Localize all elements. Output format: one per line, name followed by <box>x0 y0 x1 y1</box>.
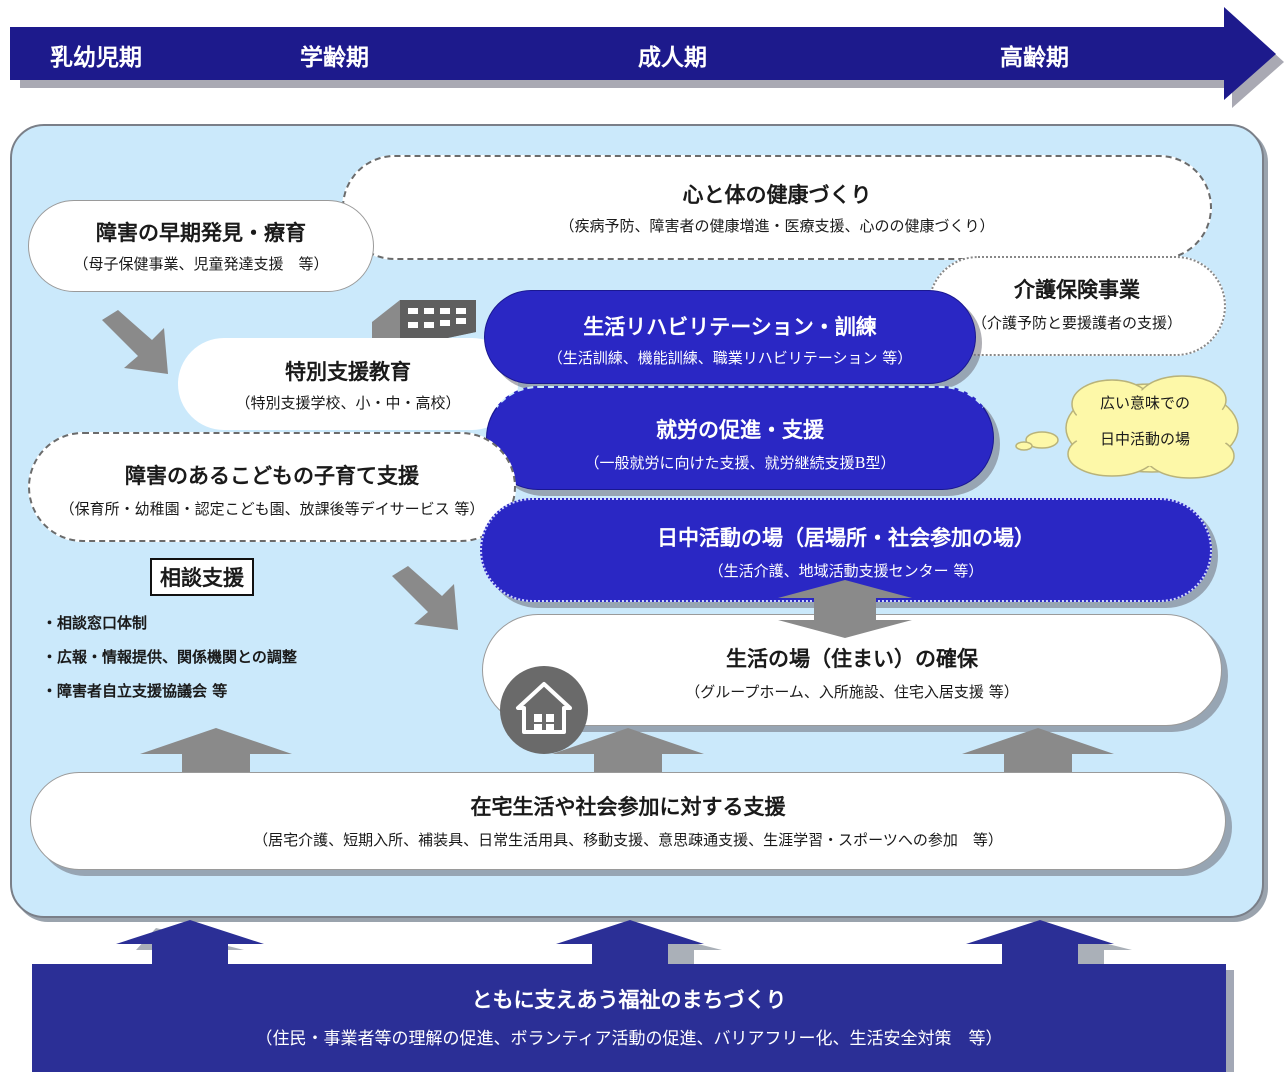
up-arrow-center-head <box>552 728 704 754</box>
stage-school-age: 学齢期 <box>300 45 369 71</box>
early-detection-subtitle: （母子保健事業、児童発達支援 等） <box>73 255 329 273</box>
childcare-support-box: 障害のあるこどもの子育て支援 （保育所・幼稚園・認定こども園、放課後等デイサービ… <box>28 432 516 542</box>
childcare-support-subtitle: （保育所・幼稚園・認定こども園、放課後等デイサービス 等） <box>59 500 485 518</box>
special-education-title: 特別支援教育 <box>285 360 411 384</box>
daytime-activity-subtitle: （生活介護、地域活動支援センター 等） <box>708 562 984 580</box>
living-place-title: 生活の場（住まい）の確保 <box>726 647 978 671</box>
stage-elderly: 高齢期 <box>1000 45 1069 71</box>
early-detection-box: 障害の早期発見・療育 （母子保健事業、児童発達支援 等） <box>28 200 374 292</box>
cloud-callout-icon <box>1015 375 1239 479</box>
health-title: 心と体の健康づくり <box>682 183 872 207</box>
stage-infant: 乳幼児期 <box>50 45 142 71</box>
community-subtitle: （住民・事業者等の理解の促進、ボランティア活動の促進、バリアフリー化、生活安全対… <box>255 1029 1003 1049</box>
rehabilitation-title: 生活リハビリテーション・訓練 <box>583 315 877 339</box>
timeline-arrow-shape <box>10 7 1284 108</box>
employment-subtitle: （一般就労に向けた支援、就労継続支援B型） <box>584 454 896 472</box>
care-insurance-box: 介護保険事業 （介護予防と要援護者の支援） <box>928 256 1226 356</box>
special-education-subtitle: （特別支援学校、小・中・高校） <box>235 394 461 412</box>
footer-up-arrows <box>116 920 1132 972</box>
consultation-item-council: ・障害者自立支援協議会 等 <box>42 682 228 700</box>
up-arrow-right-shaft <box>1004 754 1072 776</box>
care-insurance-subtitle: （介護予防と要援護者の支援） <box>971 314 1182 332</box>
early-detection-title: 障害の早期発見・療育 <box>96 221 306 245</box>
rehabilitation-subtitle: （生活訓練、機能訓練、職業リハビリテーション 等） <box>547 349 913 367</box>
daytime-activity-title: 日中活動の場（居場所・社会参加の場） <box>657 526 1035 550</box>
employment-title: 就労の促進・支援 <box>656 418 824 442</box>
special-education-box: 特別支援教育 （特別支援学校、小・中・高校） <box>178 338 518 430</box>
living-place-subtitle: （グループホーム、入所施設、住宅入居支援 等） <box>685 683 1019 701</box>
up-arrow-right-head <box>962 728 1114 754</box>
consultation-item-window: ・相談窓口体制 <box>42 614 148 632</box>
cloud-line-2: 日中活動の場 <box>1099 430 1190 448</box>
flow-arrow-early-to-school <box>102 310 168 374</box>
care-insurance-title: 介護保険事業 <box>1014 278 1140 302</box>
childcare-support-title: 障害のあるこどもの子育て支援 <box>125 464 419 488</box>
rehabilitation-box: 生活リハビリテーション・訓練 （生活訓練、機能訓練、職業リハビリテーション 等） <box>484 290 976 384</box>
cloud-line-1: 広い意味での <box>1099 394 1190 412</box>
up-arrow-left-shaft <box>182 754 250 776</box>
flow-arrow-childcare-to-living <box>392 566 458 630</box>
consultation-item-info: ・広報・情報提供、関係機関との調整 <box>42 648 297 666</box>
home-support-box: 在宅生活や社会参加に対する支援 （居宅介護、短期入所、補装具、日常生活用具、移動… <box>30 772 1226 870</box>
up-arrow-left-head <box>140 728 292 754</box>
stage-adult: 成人期 <box>638 45 707 71</box>
home-support-subtitle: （居宅介護、短期入所、補装具、日常生活用具、移動支援、意思疎通支援、生涯学習・ス… <box>253 831 1003 849</box>
consultation-title: 相談支援 <box>150 558 254 596</box>
up-arrow-center-shaft <box>594 754 662 776</box>
community-title: ともに支えあう福祉のまちづくり <box>471 988 787 1012</box>
employment-box: 就労の促進・支援 （一般就労に向けた支援、就労継続支援B型） <box>486 386 994 490</box>
health-box: 心と体の健康づくり （疾病予防、障害者の健康増進・医療支援、心のの健康づくり） <box>342 155 1212 260</box>
community-box: ともに支えあう福祉のまちづくり （住民・事業者等の理解の促進、ボランティア活動の… <box>32 964 1226 1072</box>
consultation-list: ・相談窓口体制 ・広報・情報提供、関係機関との調整 ・障害者自立支援協議会 等 <box>42 606 297 708</box>
living-place-box: 生活の場（住まい）の確保 （グループホーム、入所施設、住宅入居支援 等） <box>482 614 1222 726</box>
home-support-title: 在宅生活や社会参加に対する支援 <box>470 795 786 819</box>
double-arrow-icon <box>778 580 912 638</box>
school-building-icon <box>372 300 476 348</box>
health-subtitle: （疾病予防、障害者の健康増進・医療支援、心のの健康づくり） <box>559 217 995 235</box>
